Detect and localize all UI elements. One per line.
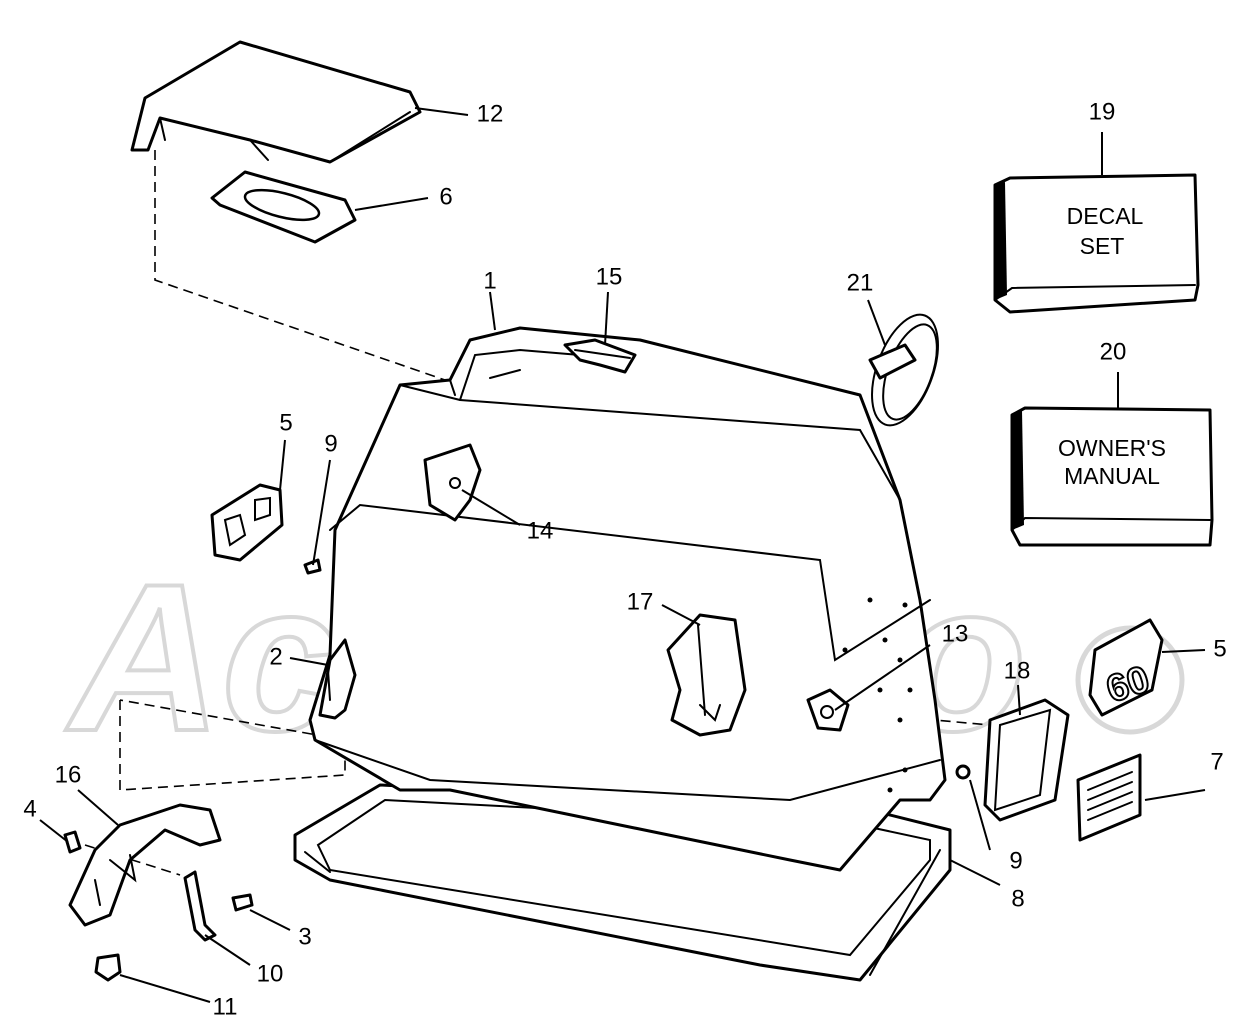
part-3-screw xyxy=(231,893,254,912)
part-18-plate xyxy=(983,698,1070,822)
part-11-plug xyxy=(94,953,122,982)
callout-1: 1 xyxy=(483,267,496,294)
part-21-cable xyxy=(868,313,939,427)
part-4-nut xyxy=(63,830,82,854)
part-15-vent xyxy=(563,338,637,374)
owners-manual-line1: OWNER'S xyxy=(1058,435,1166,461)
callout-9-right: 9 xyxy=(1009,847,1022,874)
part-5-decal-left xyxy=(210,483,284,562)
callout-9-left: 9 xyxy=(324,430,337,457)
callout-8: 8 xyxy=(1011,885,1024,912)
callout-19: 19 xyxy=(1089,98,1116,125)
part-17-side-bracket xyxy=(666,613,747,737)
dashed-line-top-cover xyxy=(154,150,446,381)
decal-set-line1: DECAL xyxy=(1067,203,1144,229)
callout-14: 14 xyxy=(527,517,554,544)
callout-11: 11 xyxy=(213,993,238,1020)
part-5-decal-right: 60 xyxy=(1088,618,1164,717)
leader-lines xyxy=(39,107,1206,1003)
part-10-clip xyxy=(183,870,217,942)
decal-set-line2: SET xyxy=(1080,233,1125,259)
callout-labels: 1 2 3 4 5 5 6 7 8 9 9 10 11 12 13 14 15 … xyxy=(23,98,1226,1020)
part-14-latch-plate xyxy=(423,443,482,522)
part-6-handle xyxy=(210,170,357,244)
callout-12: 12 xyxy=(477,100,504,127)
callout-5-right: 5 xyxy=(1213,635,1226,662)
part-19-decal-set-box: DECAL SET xyxy=(993,173,1200,314)
callout-10: 10 xyxy=(257,960,284,987)
callout-21: 21 xyxy=(847,269,874,296)
callout-7: 7 xyxy=(1210,748,1223,775)
part-2-side-panel xyxy=(318,638,357,720)
part-7-label xyxy=(1076,753,1142,842)
part-12-top-cover xyxy=(130,40,422,164)
watermark-wheel-icon xyxy=(1075,625,1185,735)
part-20-owners-manual-box: OWNER'S MANUAL xyxy=(1010,406,1214,547)
callout-6: 6 xyxy=(439,183,452,210)
callout-17: 17 xyxy=(627,588,654,615)
callout-20: 20 xyxy=(1100,338,1127,365)
callout-5-left: 5 xyxy=(279,409,292,436)
callout-4: 4 xyxy=(23,795,36,822)
callout-13: 13 xyxy=(942,620,969,647)
callout-2: 2 xyxy=(269,643,282,670)
callout-3: 3 xyxy=(298,923,311,950)
part-9-screw-right xyxy=(955,764,971,780)
callout-18: 18 xyxy=(1004,657,1031,684)
part-13-grommet xyxy=(806,688,850,732)
part-16-bracket xyxy=(68,803,222,927)
owners-manual-line2: MANUAL xyxy=(1064,463,1160,489)
callout-16: 16 xyxy=(55,761,82,788)
callout-15: 15 xyxy=(596,263,623,290)
